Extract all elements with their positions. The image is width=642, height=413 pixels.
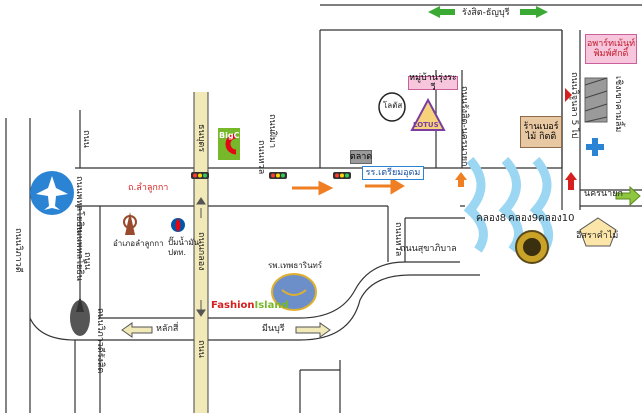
right-exit-label: นครนายก [584, 189, 623, 199]
red-arrow-1 [565, 88, 572, 102]
gas-label: ปั๊มน้ำมัน ปตท. [168, 238, 200, 257]
fashion-island-b: Island [254, 300, 289, 312]
canal-3 [529, 157, 553, 253]
gray-box-label: เชิงเขาคามลิ้ม [613, 76, 623, 133]
lotus-logo-label: LOTUS [413, 121, 439, 129]
top-road-label: รังสิต-ธัญบุรี [462, 8, 510, 18]
big-c-label: BigC [219, 131, 240, 140]
orange-arrow-2 [365, 177, 405, 195]
big-c-logo [218, 128, 240, 160]
top-road [320, 4, 642, 210]
monument-icon [70, 296, 90, 336]
mid-vertical [387, 206, 465, 262]
lotus-building [378, 92, 446, 131]
temple-icon [123, 212, 137, 235]
airplane-icon [30, 171, 74, 215]
pentagon-label: อีสราคำไม้ [576, 231, 619, 241]
lotus-label: โลตัส [383, 101, 403, 110]
bottom-arrow-left [121, 322, 153, 338]
canal-1 [463, 157, 488, 253]
traffic-light-icon [269, 172, 287, 179]
pink-box: อพาร์ทเม้นท์ พิมพ์ศักดิ์ [585, 34, 637, 64]
district-label: อำเภอลำลูกกา [113, 239, 164, 248]
right-vertical-2-label: ถนนรังสิต-นครนายก [459, 86, 469, 167]
canal-2 [498, 156, 524, 253]
klong8-label: คลอง8 [476, 213, 507, 224]
hospital-label: รพ.เทพธารินทร์ [268, 261, 323, 270]
upper-left-road-label: ถนน [81, 130, 91, 148]
bottom-arrow-right [295, 322, 331, 338]
green-arrow-right [520, 6, 548, 18]
klong9-label: คลอง9 [508, 213, 539, 224]
left-road-label-5: ถนน [82, 252, 92, 270]
fashion-island-a: Fashion [211, 300, 255, 312]
shop-box: ร้านเบอร์ไม้ กิตติ [520, 116, 562, 148]
orange-up-arrow [455, 172, 467, 187]
hospital-logo [271, 273, 317, 311]
orange-arrow-1 [292, 180, 334, 196]
yellow-arrow-up [196, 197, 206, 218]
traffic-light-icon [191, 172, 209, 179]
main-road-label: ถ.ลำลูกกา [128, 183, 169, 193]
yellow-arrow-down [196, 300, 206, 317]
yellow-road-label-bottom: ถนน [196, 340, 206, 358]
traffic-light-icon [333, 172, 351, 179]
market-label: ตลาด [350, 150, 372, 164]
bottom-right-label: มีนบุรี [262, 324, 285, 334]
left-verticals [5, 118, 101, 413]
gas-icon [171, 218, 185, 232]
school-label: รร.เตรียมอุดม [362, 166, 424, 180]
blue-cross-logo [586, 138, 604, 156]
seal-icon [515, 230, 549, 264]
lower-road-label: ถนนสุขาภิบาล [400, 244, 457, 254]
left-road-label-4: ถนนวิภาวดีรังสิต [95, 308, 105, 374]
yellow-road-label-top: ธนบุตร [196, 124, 206, 153]
lower-extra [299, 360, 341, 413]
upper-verticals [79, 30, 563, 168]
left-road-label: ถนนวิภาวดี [13, 228, 23, 273]
green-exit-arrow [615, 185, 641, 207]
bottom-left-label: หลักสี่ [156, 324, 179, 334]
pentagon-marker [579, 217, 617, 247]
left-curve [29, 317, 101, 413]
upper-mid-road-label: ถนนฝิมา [267, 114, 277, 149]
village-label: หมู่บ้านรุ่งระวี [408, 72, 458, 93]
right-road-label: ถนนวิจูนลา 5 ไป [569, 72, 579, 139]
green-arrow-left [428, 6, 455, 18]
upper-right-road-label: ถนนหวล [256, 140, 266, 175]
klong10-label: คลอง10 [538, 213, 575, 224]
gray-building [584, 77, 608, 123]
red-arrow-2 [565, 172, 577, 190]
